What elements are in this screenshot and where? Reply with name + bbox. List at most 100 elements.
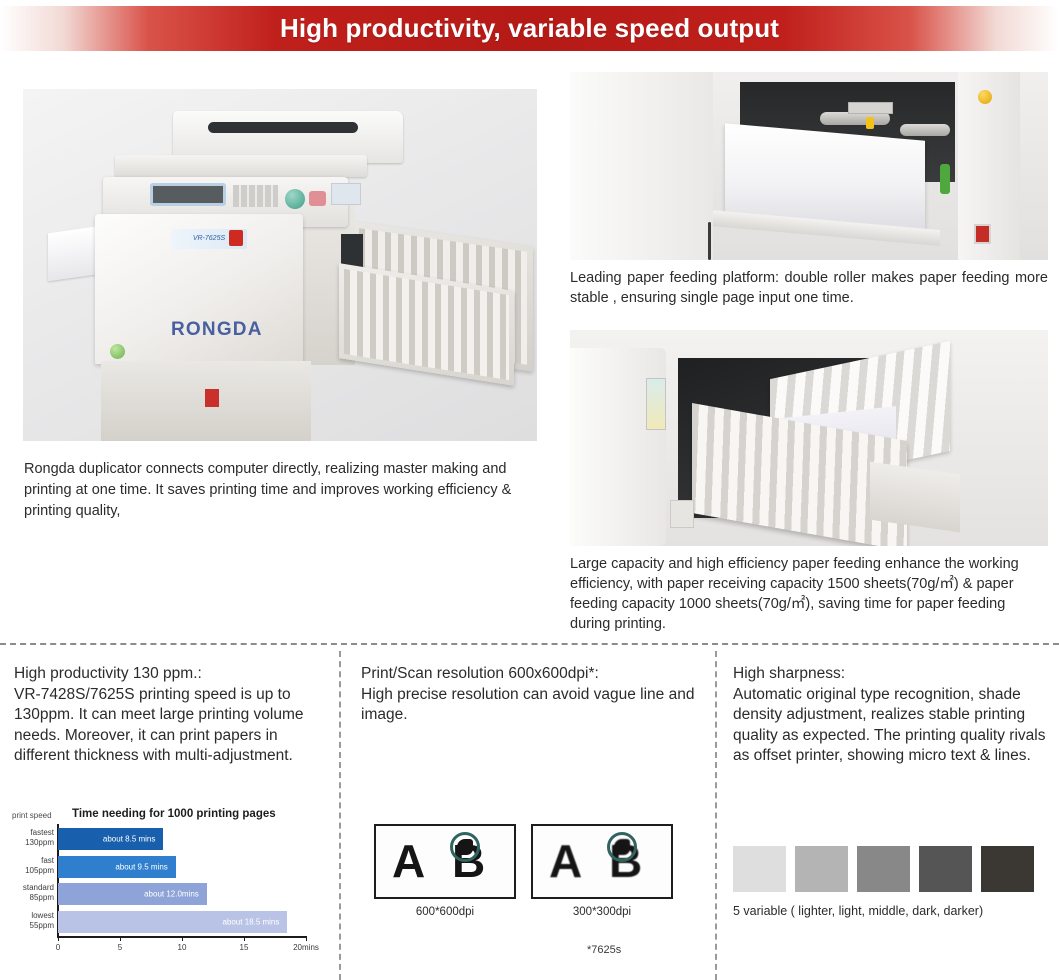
chart-category-line: 105ppm	[25, 865, 54, 875]
model-sticker: VR-7625S	[171, 229, 247, 249]
tray-ribs	[344, 268, 509, 381]
vertical-divider-2	[715, 651, 717, 980]
brand-logo-icon	[229, 230, 243, 246]
chart-bar-row: about 18.5 mins	[58, 910, 306, 933]
chart-category-line: 55ppm	[29, 920, 54, 930]
base-red-switch-icon	[205, 389, 219, 407]
yellow-lever-icon	[866, 117, 874, 129]
lid-handle	[208, 122, 358, 133]
sample-letter-a: A	[392, 835, 426, 887]
sharpness-body: Automatic original type recognition, sha…	[733, 685, 1046, 765]
sharpness-heading: High sharpness:	[733, 665, 846, 682]
dpi-sample-300: A B	[531, 824, 673, 899]
chart-plot-area: about 8.5 mins about 9.5 mins about 12.0mi…	[58, 826, 306, 936]
shade-swatch-row	[733, 846, 1034, 892]
column-resolution: Print/Scan resolution 600x600dpi*: High …	[341, 656, 715, 956]
warning-label	[646, 378, 666, 430]
chart-bar-row: about 12.0mins	[58, 883, 306, 905]
cable	[708, 222, 711, 260]
chart-category-line: fast	[41, 855, 54, 865]
secondary-panel	[331, 183, 361, 205]
shade-swatch	[919, 846, 972, 892]
chart-bar: about 12.0mins	[58, 883, 207, 905]
tray-foot	[670, 500, 694, 528]
printer-top-cover	[173, 111, 403, 163]
chart-x-tick-label: 5	[117, 943, 123, 952]
shade-swatch	[795, 846, 848, 892]
chart-x-tick-label: 10	[177, 943, 187, 952]
chart-bar-row: about 9.5 mins	[58, 855, 306, 878]
resolution-body: High precise resolution can avoid vague …	[361, 685, 695, 724]
chart-title: Time needing for 1000 printing pages	[72, 808, 276, 820]
amber-indicator-icon	[978, 90, 992, 104]
receive-caption: Large capacity and high efficiency paper…	[570, 556, 1019, 632]
chart-bar-value-label: about 12.0mins	[144, 889, 199, 899]
column-productivity: High productivity 130 ppm.: VR-7428S/762…	[0, 656, 339, 952]
brand-wordmark: RONGDA	[171, 319, 263, 340]
feed-head-module	[848, 102, 893, 114]
chart-category-line: fastest	[30, 828, 54, 837]
feed-roller-lower	[900, 124, 950, 136]
green-knob-icon	[940, 164, 950, 194]
chart-x-tick	[244, 936, 245, 941]
red-power-switch-icon	[974, 224, 991, 244]
swatch-caption: 5 variable ( lighter, light, middle, dar…	[733, 904, 984, 918]
productivity-body: VR-7428S/7625S printing speed is up to 1…	[14, 685, 304, 765]
chart-category-line: lowest	[31, 910, 54, 920]
page-title: High productivity, variable speed output	[279, 13, 779, 43]
highlight-circle-icon	[450, 832, 480, 862]
printing-time-bar-chart: print speed Time needing for 1000 printi…	[0, 804, 339, 972]
chart-ylabel: print speed	[12, 811, 52, 820]
paper-receiving-tray-photo	[570, 330, 1048, 546]
chart-x-tick-label: 20mins	[293, 943, 319, 952]
shade-swatch	[733, 846, 786, 892]
start-button-icon	[285, 189, 305, 209]
dpi-caption-300: 300*300dpi	[572, 906, 632, 918]
productivity-heading: High productivity 130 ppm.:	[14, 665, 202, 682]
sharpness-text: High sharpness: Automatic original type …	[717, 656, 1059, 767]
chart-x-tick-label: 0	[55, 943, 61, 952]
dpi-sample-600: A B	[374, 824, 516, 899]
chart-category-line: standard	[22, 883, 54, 892]
keypad	[233, 185, 278, 207]
resolution-heading: Print/Scan resolution 600x600dpi*:	[361, 665, 599, 682]
shade-swatch	[981, 846, 1034, 892]
vertical-divider-1	[339, 651, 341, 980]
paper-feeding-platform-photo	[570, 72, 1048, 260]
feed-caption: Leading paper feeding platform: double r…	[570, 270, 1048, 306]
column-sharpness: High sharpness: Automatic original type …	[717, 656, 1059, 918]
horizontal-divider	[0, 643, 1059, 645]
shade-swatch	[857, 846, 910, 892]
chart-bar: about 9.5 mins	[58, 855, 176, 878]
chart-bar-row: about 8.5 mins	[58, 828, 306, 850]
chart-bar-value-label: about 8.5 mins	[102, 834, 156, 844]
chart-bar-value-label: about 18.5 mins	[222, 917, 280, 926]
lcd-screen	[150, 183, 226, 206]
chart-bar: about 8.5 mins	[58, 828, 164, 850]
chart-x-tick	[58, 936, 59, 941]
chart-x-tick	[182, 936, 183, 941]
chart-x-tick-label: 15	[239, 943, 249, 952]
power-indicator-icon	[110, 344, 125, 359]
highlight-circle-icon	[607, 832, 637, 862]
dpi-caption-600: 600*600dpi	[415, 906, 475, 918]
chart-y-axis	[57, 824, 59, 938]
chart-category-line: 130ppm	[25, 838, 54, 847]
resolution-text: Print/Scan resolution 600x600dpi*: High …	[341, 656, 715, 726]
scanner-lid	[115, 155, 367, 177]
sample-letter-a: A	[549, 835, 583, 887]
chart-bar: about 18.5 mins	[58, 910, 288, 933]
machine-left-panel	[570, 72, 713, 260]
chart-category-line: 85ppm	[29, 893, 54, 902]
resolution-footnote: *7625s	[587, 944, 622, 956]
header-banner: High productivity, variable speed output	[0, 6, 1059, 51]
chart-x-tick	[306, 936, 307, 941]
upper-section: VR-7625S RONGDA Leading paper feeding pl	[0, 56, 1059, 636]
main-caption: Rongda duplicator connects computer dire…	[24, 461, 512, 519]
chart-bar-value-label: about 9.5 mins	[115, 862, 168, 871]
productivity-text: High productivity 130 ppm.: VR-7428S/762…	[0, 656, 339, 767]
